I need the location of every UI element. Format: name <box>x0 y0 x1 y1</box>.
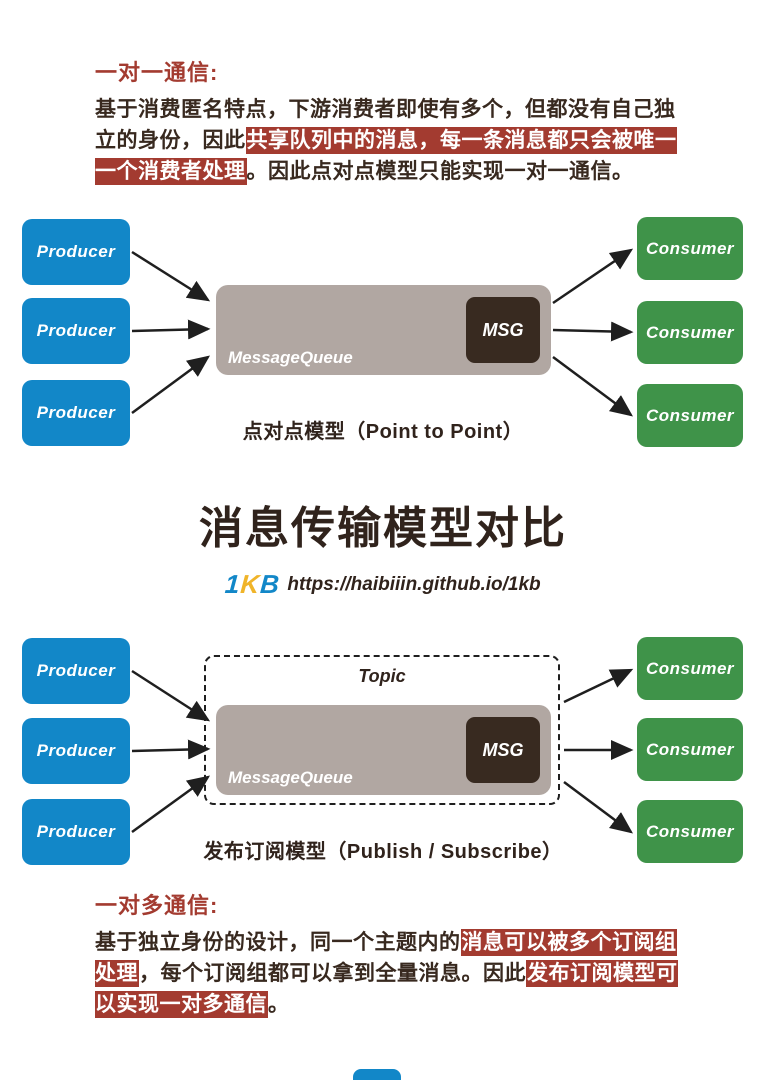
1kb-logo-icon: 1KB <box>224 569 281 600</box>
topic-to-consumer-arrow <box>563 668 634 704</box>
consumer-box: Consumer <box>637 800 743 863</box>
topic-label: Topic <box>358 666 406 686</box>
message-queue-box: MSG MessageQueue <box>216 705 551 795</box>
site-url: https://haibiiin.github.io/1kb <box>287 573 541 595</box>
consumer-label: Consumer <box>645 658 735 678</box>
consumer-label: Consumer <box>645 322 735 342</box>
producer-box: Producer <box>22 638 130 704</box>
diagram-caption: 点对点模型（Point to Point） <box>242 421 524 443</box>
text-segment: ，每个订阅组都可以拿到全量消息。因此 <box>139 962 526 985</box>
queue-label: MessageQueue <box>228 768 353 787</box>
message-queue-box: MSG MessageQueue <box>216 285 551 375</box>
producer-to-queue-arrow <box>131 669 211 722</box>
publish-subscribe-diagram: Producer Producer Producer Topic MSG Mes… <box>0 630 766 880</box>
producer-label: Producer <box>36 741 116 760</box>
msg-label: MSG <box>482 739 524 760</box>
one-to-one-heading: 一对一通信: <box>95 60 219 85</box>
arrow-layer <box>131 668 634 834</box>
producer-label: Producer <box>36 242 116 261</box>
title-block: 消息传输模型对比 1KB https://haibiiin.github.io/… <box>0 492 766 600</box>
text-segment: 。因此点对点模型只能实现一对一通信。 <box>246 160 634 183</box>
msg-box: MSG <box>466 717 540 783</box>
logo-row: 1KB https://haibiiin.github.io/1kb <box>0 569 766 600</box>
consumer-label: Consumer <box>645 405 735 425</box>
consumer-box: Consumer <box>637 718 743 781</box>
producer-box: Producer <box>22 718 130 784</box>
page-title: 消息传输模型对比 <box>199 504 567 553</box>
producer-box: Producer <box>22 219 130 285</box>
one-to-many-section: 一对多通信: 基于独立身份的设计，同一个主题内的消息可以被多个订阅组处理，每个订… <box>95 888 687 1020</box>
one-to-one-paragraph: 基于消费匿名特点，下游消费者即使有多个，但都没有自己独立的身份，因此共享队列中的… <box>95 94 687 187</box>
one-to-many-heading: 一对多通信: <box>95 893 219 918</box>
producer-label: Producer <box>36 661 116 680</box>
producer-to-queue-arrow <box>131 739 211 760</box>
text-segment: 基于独立身份的设计，同一个主题内的 <box>95 931 461 954</box>
text-segment: 基于消费匿名特点，下游消费者即使有多个，但都没有自己独立的身份，因此 <box>95 98 676 152</box>
producer-label: Producer <box>36 403 116 422</box>
topic-to-consumer-arrow <box>563 780 634 834</box>
queue-label: MessageQueue <box>228 348 353 367</box>
consumer-label: Consumer <box>645 821 735 841</box>
producer-to-queue-arrow <box>131 775 211 834</box>
consumer-box: Consumer <box>637 637 743 700</box>
producer-box: Producer <box>22 380 130 446</box>
producer-to-queue-arrow <box>131 355 211 415</box>
logo-part: B <box>259 569 282 599</box>
producer-to-queue-arrow <box>131 250 211 302</box>
producer-label: Producer <box>36 822 116 841</box>
msg-box: MSG <box>466 297 540 363</box>
msg-label: MSG <box>482 319 524 340</box>
producer-box: Producer <box>22 799 130 865</box>
cropped-blue-box <box>353 1069 401 1080</box>
text-segment: 。 <box>268 993 290 1016</box>
arrow-layer <box>131 248 634 417</box>
queue-to-consumer-arrow <box>552 355 634 417</box>
diagram-caption: 发布订阅模型（Publish / Subscribe） <box>203 841 563 863</box>
topic-box: Topic <box>204 655 560 805</box>
point-to-point-diagram: Producer Producer Producer MSG MessageQu… <box>0 210 766 460</box>
consumer-label: Consumer <box>645 238 735 258</box>
consumer-box: Consumer <box>637 217 743 280</box>
consumer-label: Consumer <box>645 739 735 759</box>
one-to-one-section: 一对一通信: 基于消费匿名特点，下游消费者即使有多个，但都没有自己独立的身份，因… <box>95 55 687 187</box>
consumer-box: Consumer <box>637 301 743 364</box>
producer-label: Producer <box>36 321 116 340</box>
producer-box: Producer <box>22 298 130 364</box>
consumer-box: Consumer <box>637 384 743 447</box>
queue-to-consumer-arrow <box>552 321 634 342</box>
queue-to-consumer-arrow <box>552 248 634 305</box>
one-to-many-paragraph: 基于独立身份的设计，同一个主题内的消息可以被多个订阅组处理，每个订阅组都可以拿到… <box>95 927 687 1020</box>
producer-to-queue-arrow <box>131 319 211 340</box>
